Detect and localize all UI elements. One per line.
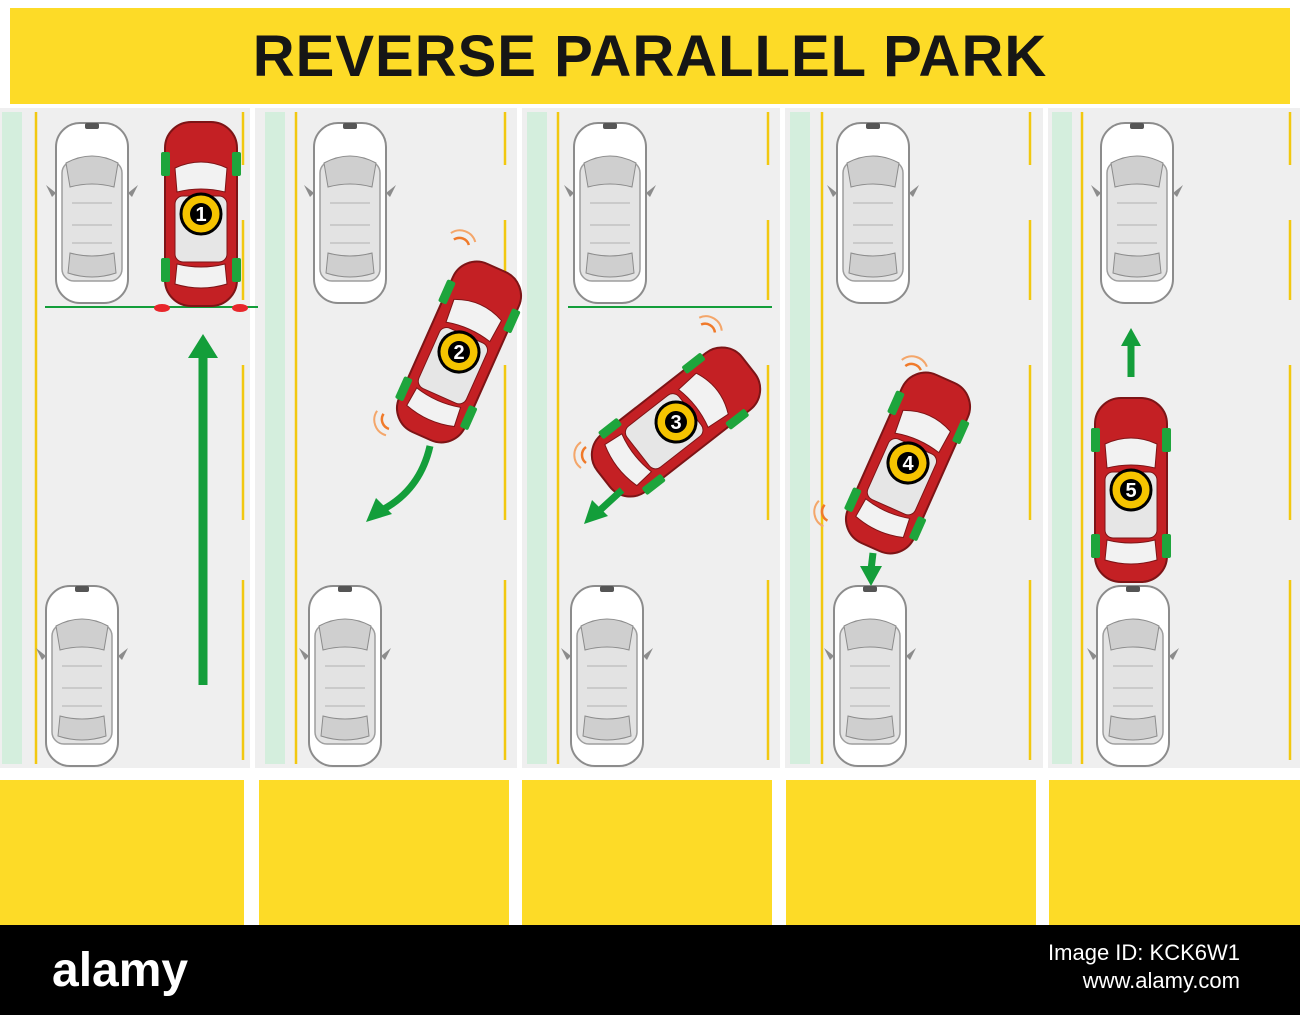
parked-car (298, 585, 392, 767)
step-number: 2 (453, 342, 464, 364)
sidewalk-block (1049, 780, 1300, 925)
image-id: Image ID: KCK6W1 (1048, 940, 1240, 965)
curb-strip (265, 112, 285, 764)
diagram-title: REVERSE PARALLEL PARK (252, 23, 1048, 89)
lane-dashes (241, 112, 1292, 760)
arrow-reverse-diagonal-icon (595, 487, 625, 515)
arrowhead (366, 498, 392, 522)
step-5: 5 (1089, 328, 1173, 584)
lane-lines (34, 112, 1084, 764)
sidewalk-blocks (0, 780, 1300, 925)
arrowhead (1121, 328, 1141, 346)
parked-car (563, 122, 657, 304)
step-2: 2 (366, 225, 535, 522)
sidewalk-block (0, 780, 244, 925)
title-banner: REVERSE PARALLEL PARK (10, 8, 1290, 104)
step-number: 3 (670, 412, 681, 434)
brake-light (154, 304, 170, 312)
curb-strip (527, 112, 547, 764)
parked-car (560, 585, 654, 767)
brake-light (232, 304, 248, 312)
step-number: 4 (902, 453, 914, 475)
brand-logo: alamy (52, 944, 189, 997)
curb-strip (1052, 112, 1072, 764)
step-number: 1 (195, 204, 206, 226)
arrowhead (860, 566, 882, 586)
arrowhead (188, 334, 218, 358)
sidewalk-block (522, 780, 772, 925)
sidewalk-block (786, 780, 1036, 925)
curb-strip (790, 112, 810, 764)
step-number: 5 (1125, 480, 1136, 502)
arrowhead (584, 500, 608, 524)
sidewalk-block (259, 780, 509, 925)
step-1: 1 (154, 120, 248, 685)
parked-car (303, 122, 397, 304)
step-4: 4 (811, 352, 984, 586)
curb-strips (2, 112, 1072, 764)
watermark-footer: alamy Image ID: KCK6W1 www.alamy.com (0, 925, 1300, 1015)
image-info: Image ID: KCK6W1 www.alamy.com (1048, 939, 1240, 995)
curb-strip (2, 112, 22, 764)
parking-scene: 1 2 3 4 5 (0, 108, 1300, 925)
parked-car (45, 122, 139, 304)
parked-car (35, 585, 129, 767)
parked-car (1090, 122, 1184, 304)
step-3: 3 (573, 310, 775, 524)
site-url: www.alamy.com (1082, 968, 1240, 993)
parked-car (826, 122, 920, 304)
parked-car (1086, 585, 1180, 767)
arrow-reverse-curve-icon (380, 445, 434, 514)
parked-car (823, 585, 917, 767)
